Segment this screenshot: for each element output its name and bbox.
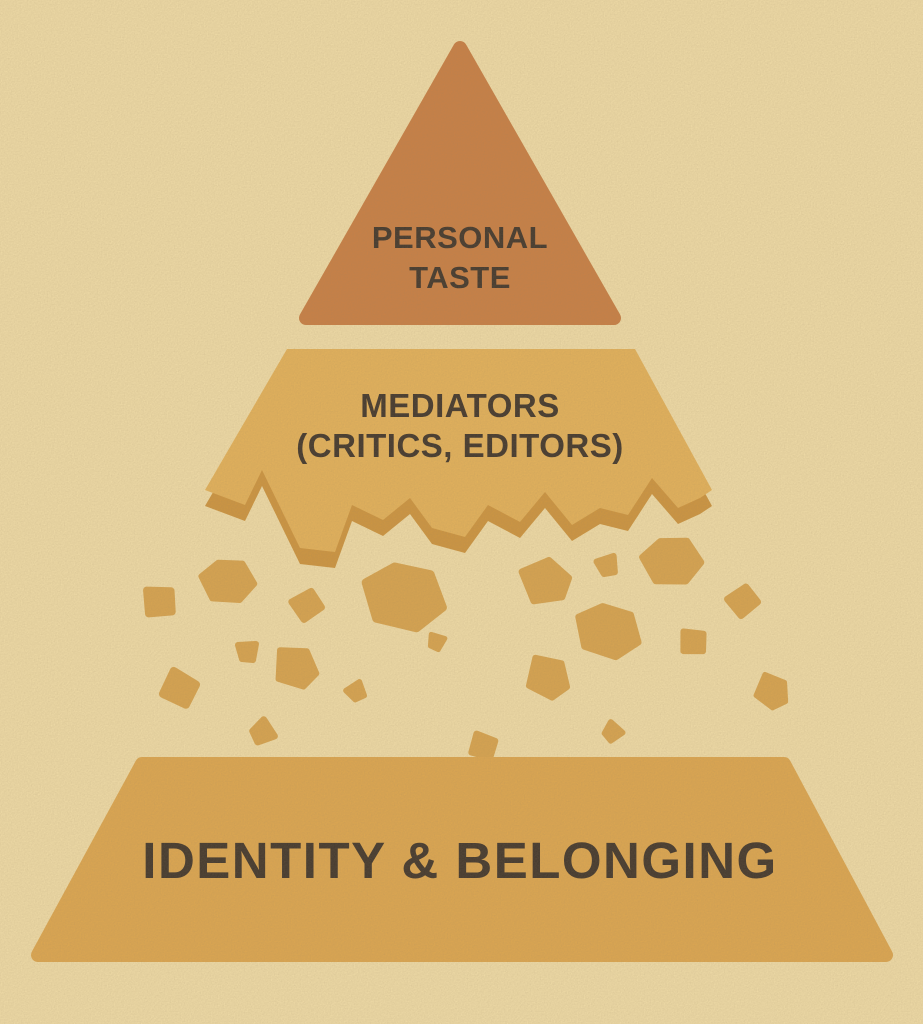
diagram-canvas: PERSONAL TASTE MEDIATORS (CRITICS, EDITO… [0, 0, 923, 1024]
paper-grain-texture [0, 0, 923, 1024]
pyramid-diagram: PERSONAL TASTE MEDIATORS (CRITICS, EDITO… [0, 0, 923, 1024]
